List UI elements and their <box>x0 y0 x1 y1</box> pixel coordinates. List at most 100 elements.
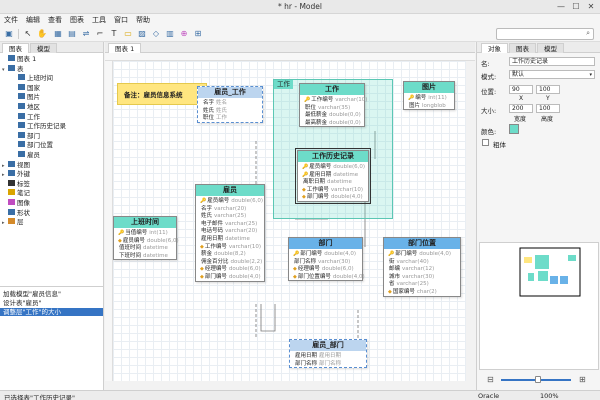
menu-window[interactable]: 窗口 <box>114 16 128 24</box>
tree-item[interactable]: 笔记 <box>2 189 30 198</box>
tree-item[interactable]: ▸视图 <box>2 160 30 170</box>
position-y-field[interactable]: 100 <box>536 85 560 94</box>
entity-field[interactable]: 部门名称部门名称 <box>294 361 341 368</box>
search-icon[interactable]: ⌕ <box>586 29 590 37</box>
note[interactable]: 备注：雇员信息系统 <box>117 83 207 105</box>
menu-file[interactable]: 文件 <box>4 16 18 24</box>
vertical-scrollbar[interactable] <box>466 61 475 381</box>
minimize-button[interactable]: — <box>557 2 565 11</box>
entity-employee-dept[interactable]: 雇员_部门雇用日期雇用日期部门名称部门名称 <box>289 339 367 369</box>
tree-item[interactable]: 雇员 <box>12 151 40 160</box>
expand-toggle-icon[interactable]: ▾ <box>2 66 5 73</box>
entity-field[interactable]: 雇用日期雇用日期 <box>294 353 341 360</box>
tree-item[interactable]: 地区 <box>12 103 40 112</box>
tree-item[interactable]: 形状 <box>2 208 30 218</box>
maximize-button[interactable]: ☐ <box>572 2 580 11</box>
menu-diagram[interactable]: 图表 <box>70 16 84 24</box>
zoom-in-icon[interactable]: ⊞ <box>579 375 586 384</box>
menu-view[interactable]: 查看 <box>48 16 62 24</box>
self-relation-line[interactable] <box>260 304 276 332</box>
tree-item[interactable]: 图像 <box>2 199 30 208</box>
save-icon[interactable]: ▣ <box>5 29 13 38</box>
search-box[interactable]: ⌕ <box>496 28 594 40</box>
overview-map[interactable] <box>479 242 599 370</box>
log-message-selected[interactable]: 调整层"工作"的大小 <box>0 308 103 316</box>
menu-tools[interactable]: 工具 <box>92 16 106 24</box>
size-width-field[interactable]: 200 <box>509 104 533 113</box>
name-field[interactable]: 工作历史记录 <box>509 57 595 66</box>
horizontal-scrollbar[interactable] <box>105 381 475 390</box>
hand-icon[interactable]: ✋ <box>37 29 47 38</box>
position-x-field[interactable]: 90 <box>509 85 533 94</box>
tab-diagram[interactable]: 图表 <box>2 43 29 53</box>
bold-checkbox[interactable] <box>482 139 489 146</box>
tab-model[interactable]: 模型 <box>30 43 57 53</box>
foreign-key-icon[interactable]: ⇌ <box>82 29 90 38</box>
tree-item[interactable]: 工作 <box>12 112 40 122</box>
zoom-out-icon[interactable]: ⊟ <box>487 375 494 384</box>
pointer-icon[interactable]: ↖ <box>24 29 32 38</box>
tree-item[interactable]: 部门位置 <box>12 141 53 150</box>
tab-diagram-props[interactable]: 图表 <box>509 43 536 53</box>
menu-help[interactable]: 帮助 <box>136 16 150 24</box>
search-input[interactable] <box>500 29 580 39</box>
expand-toggle-icon[interactable]: ▸ <box>2 162 5 169</box>
entity-employee-work[interactable]: 雇员_工作名字姓名姓氏姓氏职位工作 <box>197 86 263 123</box>
tab-model-props[interactable]: 模型 <box>537 43 564 53</box>
auto-layout-icon[interactable]: ⊞ <box>194 29 202 38</box>
zoom-slider-handle[interactable] <box>535 376 541 383</box>
layer-icon[interactable]: ▥ <box>166 29 174 38</box>
tree-item[interactable]: 国家 <box>12 83 40 93</box>
entity-field[interactable]: 职位工作 <box>202 115 227 122</box>
tab-diagram-1[interactable]: 图表 1 <box>108 43 142 53</box>
text-label-icon[interactable]: T <box>111 29 117 38</box>
expand-toggle-icon[interactable]: ▸ <box>2 172 5 179</box>
menu-edit[interactable]: 编辑 <box>26 16 40 24</box>
entity-field[interactable]: 名字姓名 <box>202 100 227 107</box>
tree-item[interactable]: 图表 1 <box>2 55 36 64</box>
color-swatch[interactable] <box>509 124 519 134</box>
entity-field[interactable]: 姓氏姓氏 <box>202 108 227 115</box>
close-button[interactable]: ✕ <box>587 2 595 11</box>
tree-item[interactable]: 部门 <box>12 131 40 141</box>
line-icon[interactable]: ⌐ <box>96 29 104 38</box>
expand-toggle-icon[interactable]: ▸ <box>2 220 5 227</box>
